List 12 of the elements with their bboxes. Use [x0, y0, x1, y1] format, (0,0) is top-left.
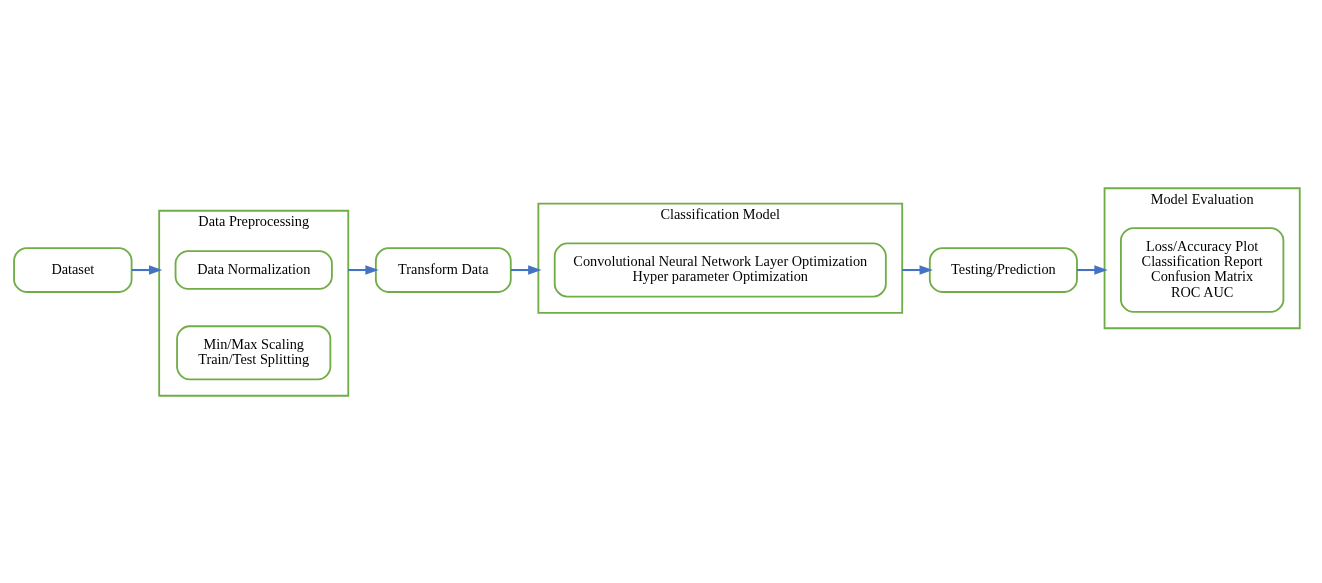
node-box: Min/Max Scaling Train/Test Splitting	[176, 324, 332, 380]
node-box: Data Normalization	[174, 249, 333, 290]
node-box: Loss/Accuracy Plot Classification Report Confusion Matrix ROC AUC	[1120, 226, 1285, 313]
arrow	[1077, 264, 1108, 275]
node-box: Testing/Prediction	[928, 246, 1078, 293]
arrow	[902, 264, 933, 275]
arrow	[131, 264, 163, 275]
node-box: Dataset	[13, 246, 133, 293]
node-box: Convolutional Neural Network Layer Optimization Hyper parameter Optimization	[553, 242, 887, 298]
arrow	[348, 264, 379, 275]
node-box: Transform Data	[374, 246, 512, 293]
arrow	[510, 264, 542, 275]
